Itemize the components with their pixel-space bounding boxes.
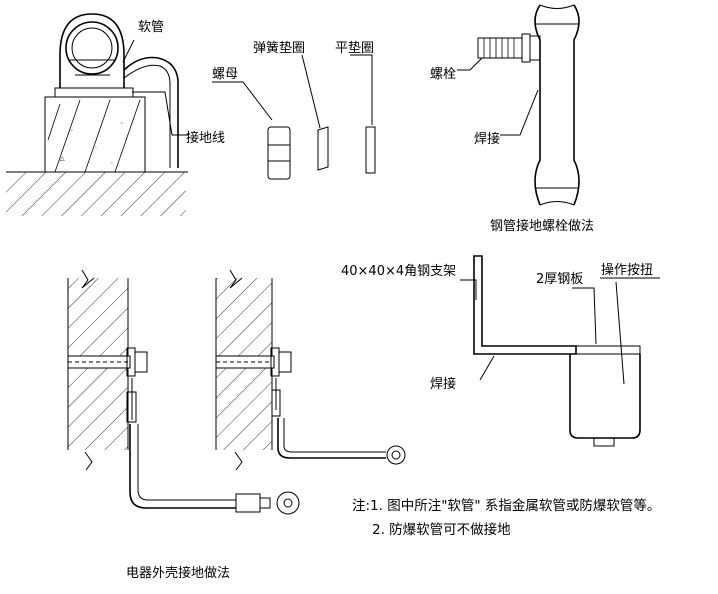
label-ground-wire: 接地线: [186, 130, 225, 146]
label-steel-plate: 2厚钢板: [536, 272, 583, 287]
label-weld-bottom: 焊接: [430, 376, 456, 392]
pipe-bolt-caption: 钢管接地螺栓做法: [490, 218, 594, 234]
svg-text:△: △: [60, 155, 65, 162]
note-line-1: 注:1. 图中所注"软管" 系指金属软管或防爆软管等。: [352, 497, 660, 514]
label-angle-bracket: 40×40×4角钢支架: [341, 264, 456, 279]
label-bolt: 螺栓: [430, 67, 456, 82]
enclosure-caption: 电器外壳接地做法: [126, 565, 230, 581]
label-weld-top: 焊接: [474, 131, 500, 147]
svg-text:◦: ◦: [70, 127, 74, 134]
fastener-parts-figure: [212, 54, 376, 180]
steel-plate-part: [575, 345, 641, 355]
label-soft-pipe: 软管: [138, 20, 164, 35]
label-spring-washer: 弹簧垫圈: [253, 40, 305, 56]
svg-text:◦: ◦: [110, 160, 114, 167]
label-flat-washer: 平垫圈: [335, 40, 374, 56]
label-nut: 螺母: [212, 67, 238, 82]
pipe-bolt-figure: [457, 4, 580, 206]
ground-hatch: [6, 172, 186, 216]
spring-washer-part: [317, 126, 329, 171]
button-box-figure: [460, 255, 660, 447]
pipe-on-base-figure: ◦ · ◦ △ ◦: [6, 13, 188, 216]
flat-washer-part: [365, 126, 376, 174]
label-button: 操作按扭: [601, 262, 653, 278]
bolt-part: [477, 37, 523, 59]
svg-text:◦: ◦: [120, 120, 124, 127]
svg-text:·: ·: [95, 145, 97, 152]
nut-part: [267, 126, 291, 180]
enclosure-grounding-figure: [67, 269, 406, 515]
note-line-2: 2. 防爆软管可不做接地: [372, 521, 511, 538]
